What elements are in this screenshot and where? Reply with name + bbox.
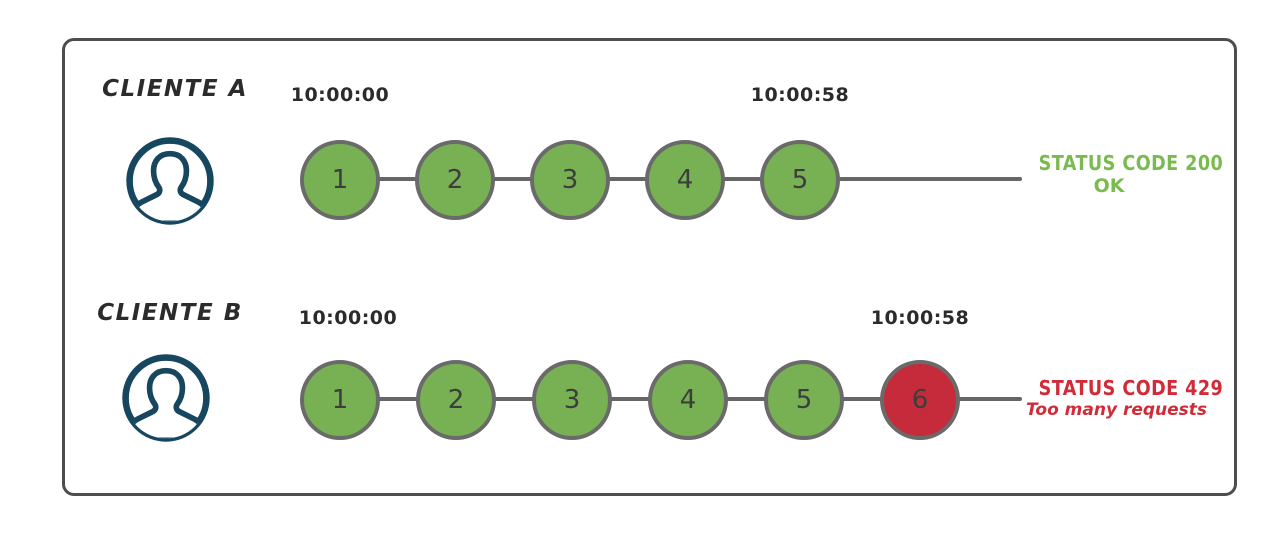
client-b-label: CLIENTE B bbox=[97, 300, 243, 326]
request-number: 2 bbox=[446, 165, 464, 195]
request-number: 4 bbox=[679, 385, 697, 415]
status-message-text: OK bbox=[1093, 175, 1125, 197]
request-circle: 2 bbox=[416, 360, 496, 440]
request-number: 3 bbox=[563, 385, 581, 415]
user-icon bbox=[123, 134, 217, 228]
status-code-text: STATUS CODE 429 bbox=[1038, 376, 1224, 400]
request-circle: 3 bbox=[532, 360, 612, 440]
request-circle: 5 bbox=[760, 140, 840, 220]
client-a-label: CLIENTE A bbox=[102, 76, 248, 102]
request-circle: 4 bbox=[645, 140, 725, 220]
request-number: 5 bbox=[795, 385, 813, 415]
request-number: 1 bbox=[331, 385, 349, 415]
request-number: 6 bbox=[911, 385, 929, 415]
client-b-end-time: 10:00:58 bbox=[870, 307, 970, 329]
status-message-text: Too many requests bbox=[1026, 400, 1208, 420]
client-b-status: STATUS CODE 429 Too many requests bbox=[1026, 377, 1223, 420]
request-number: 1 bbox=[331, 165, 349, 195]
diagram-frame bbox=[62, 38, 1237, 496]
client-a-end-time: 10:00:58 bbox=[750, 84, 850, 106]
request-circle: 1 bbox=[300, 140, 380, 220]
request-circle: 1 bbox=[300, 360, 380, 440]
request-number: 2 bbox=[447, 385, 465, 415]
client-a-status: STATUS CODE 200 OK bbox=[1026, 152, 1223, 197]
client-b-start-time: 10:00:00 bbox=[298, 307, 398, 329]
request-number: 5 bbox=[791, 165, 809, 195]
client-a-start-time: 10:00:00 bbox=[290, 84, 390, 106]
user-icon bbox=[119, 351, 213, 445]
request-circle: 4 bbox=[648, 360, 728, 440]
request-circle: 5 bbox=[764, 360, 844, 440]
request-circle: 2 bbox=[415, 140, 495, 220]
request-circle: 3 bbox=[530, 140, 610, 220]
status-code-text: STATUS CODE 200 bbox=[1038, 151, 1224, 175]
request-number: 4 bbox=[676, 165, 694, 195]
request-number: 3 bbox=[561, 165, 579, 195]
request-circle-blocked: 6 bbox=[880, 360, 960, 440]
